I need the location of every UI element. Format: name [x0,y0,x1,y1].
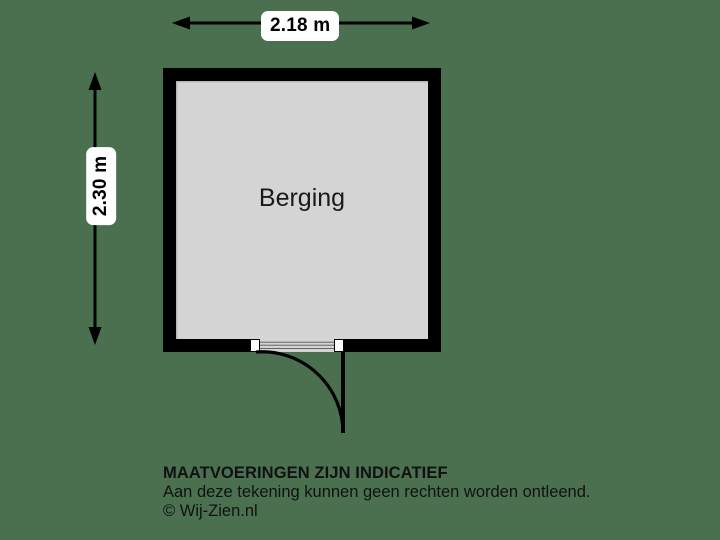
dimension-width-arrow-left [172,16,190,30]
footer-disclaimer: MAATVOERINGEN ZIJN INDICATIEF Aan deze t… [163,464,703,521]
door-swing [255,350,345,434]
door-opening [250,339,344,352]
door-swing-arc [255,350,345,434]
copyright-notice: © Wij-Zien.nl [163,502,258,520]
door-jamb-left [250,339,260,352]
dimension-height-arrow-top [88,72,102,90]
room-shell [163,68,441,352]
disclaimer-text: Aan deze tekening kunnen geen rechten wo… [163,483,591,501]
dimension-height-arrow-bottom [88,327,102,345]
dimension-width-arrow-right [412,16,430,30]
dimension-label-width: 2.18 m [261,11,340,41]
dimension-label-height: 2.30 m [86,146,117,226]
room-floor [176,81,428,339]
floor-inner-edge-top [176,81,428,83]
door-jamb-right [334,339,344,352]
room-label-berging: Berging [258,184,346,212]
floor-inner-edge-left [176,81,178,339]
disclaimer-heading: MAATVOERINGEN ZIJN INDICATIEF [163,464,448,482]
